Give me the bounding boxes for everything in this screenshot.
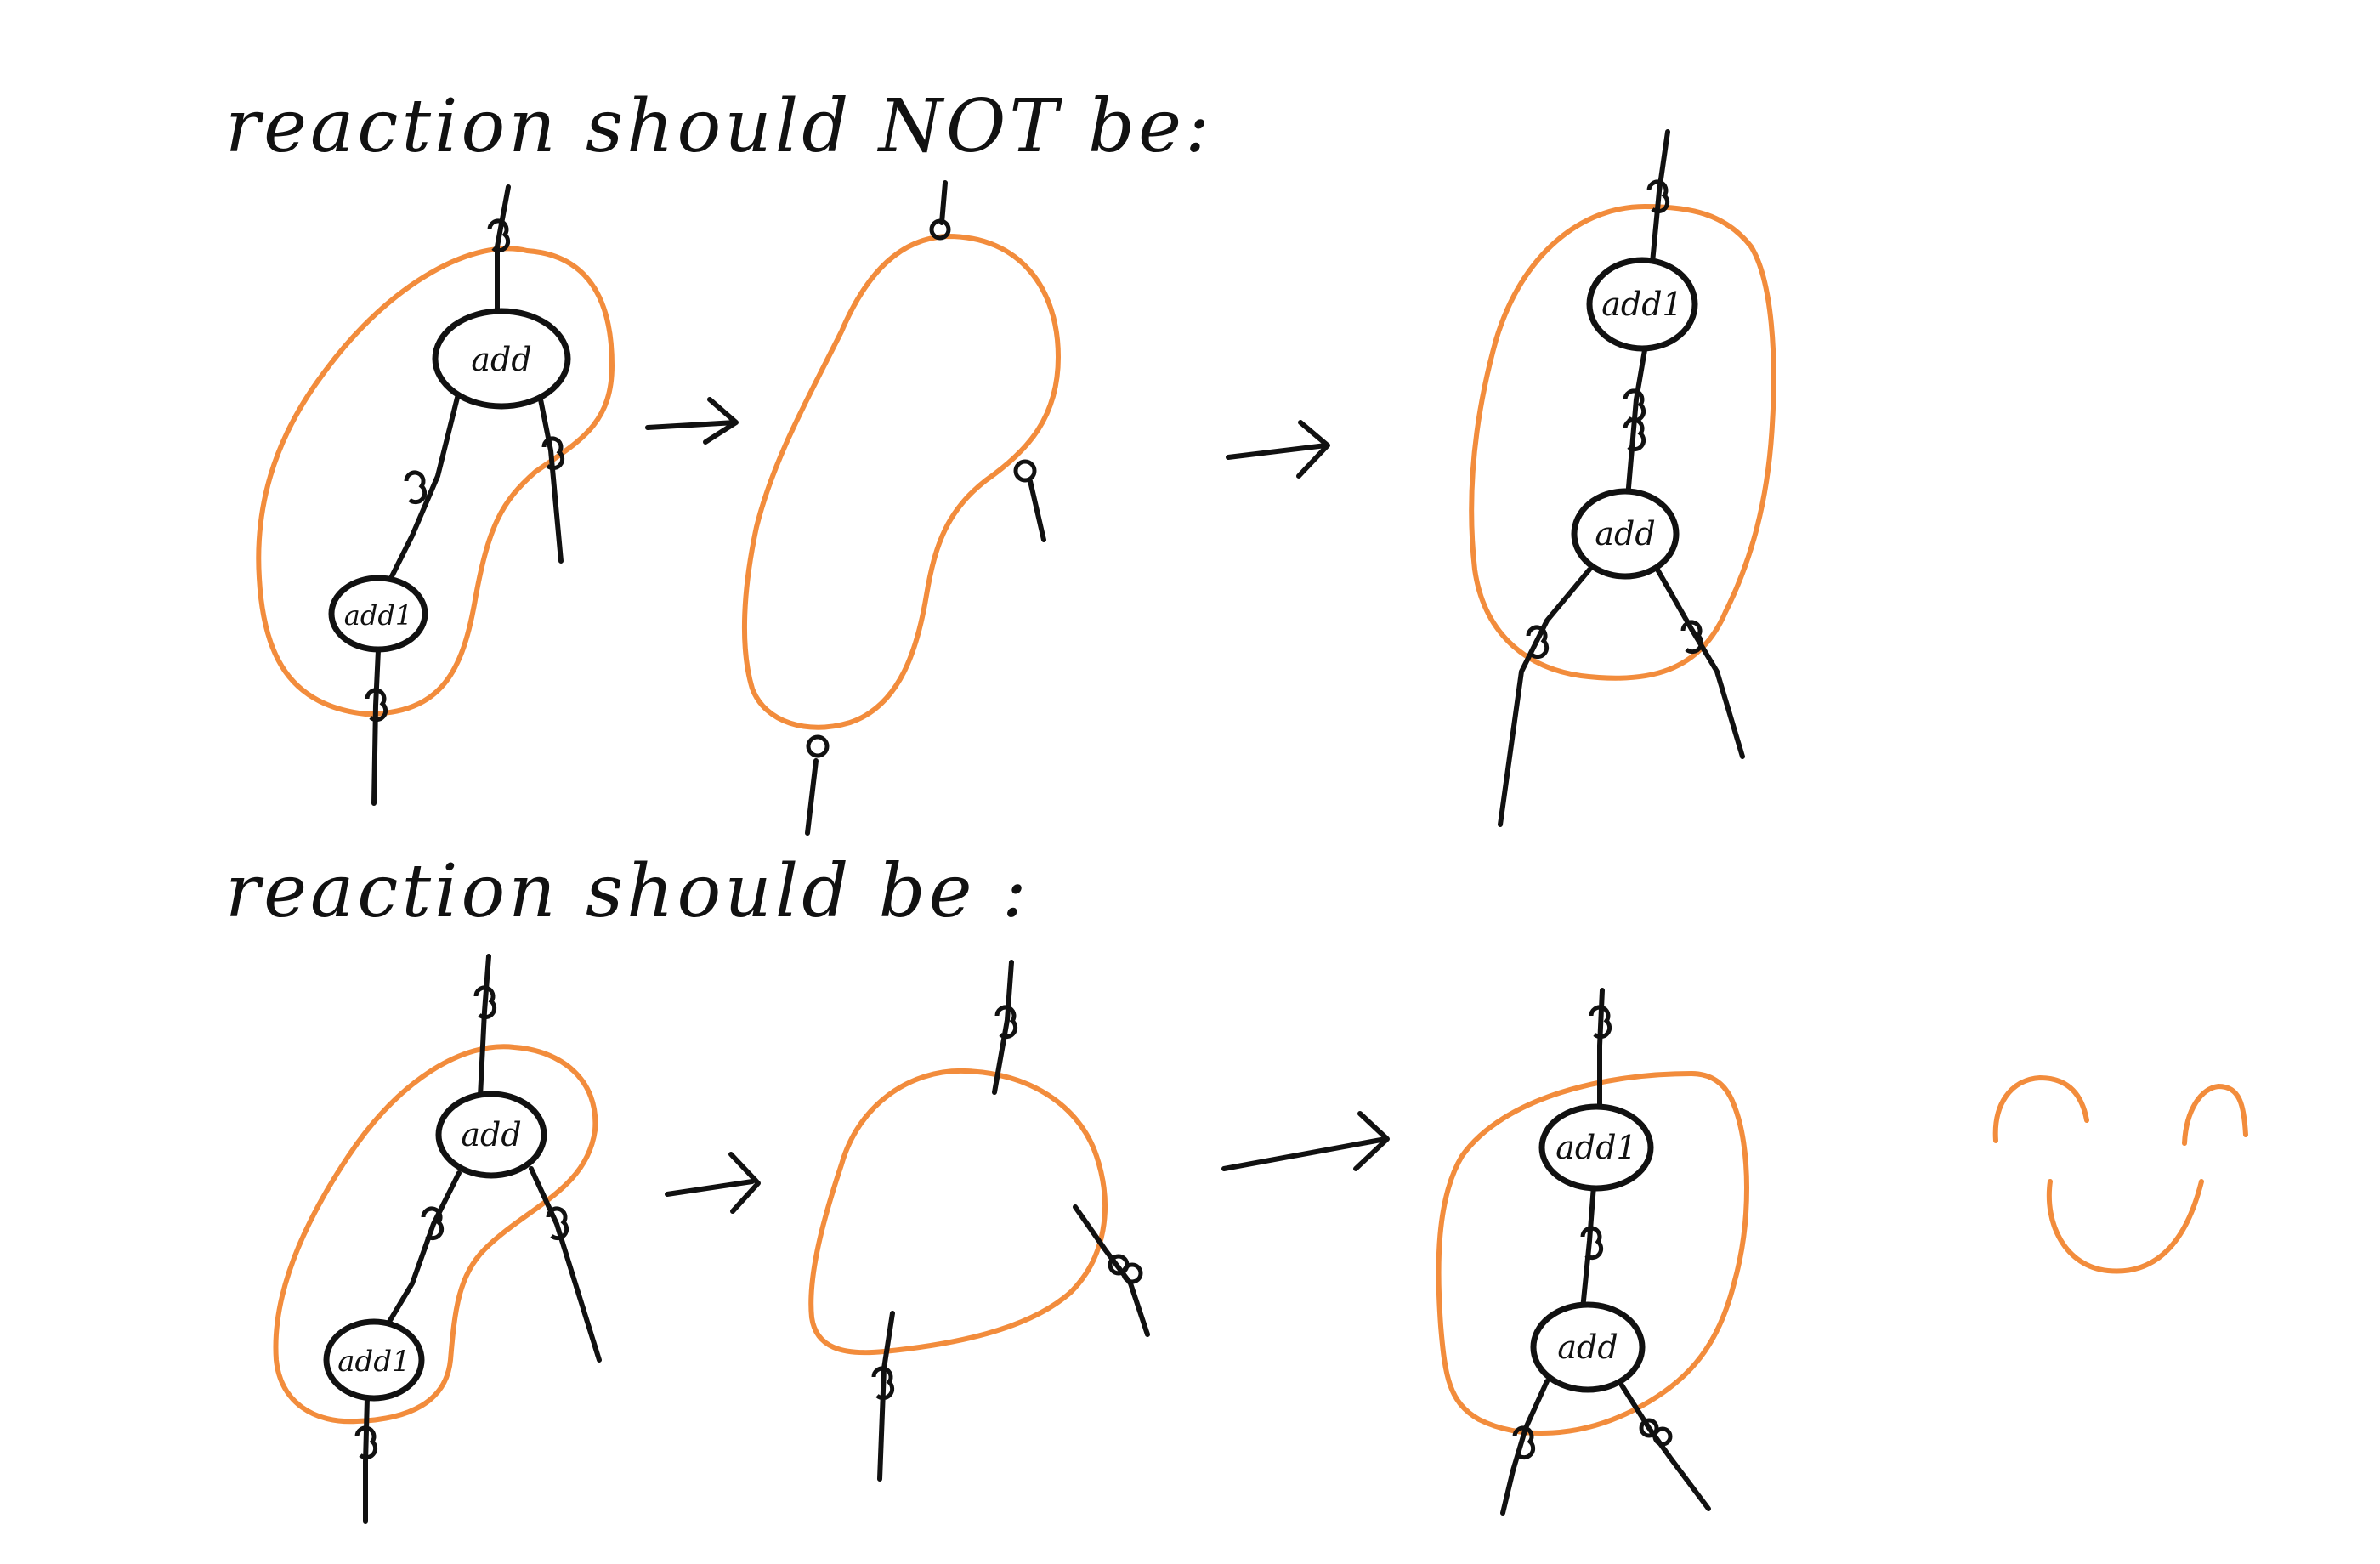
wire	[992, 960, 1014, 1095]
node-label-add1: add1	[337, 1345, 410, 1379]
wire	[1498, 567, 1592, 827]
wire	[1028, 479, 1046, 542]
right-arrow-icon	[1226, 420, 1330, 479]
node-label-add: add	[461, 1116, 521, 1153]
node-label-add1: add1	[344, 599, 412, 632]
port	[1623, 417, 1646, 452]
port	[929, 218, 951, 241]
node-add1	[1586, 257, 1698, 352]
wire	[805, 758, 819, 836]
node-add1	[323, 1318, 425, 1402]
port	[365, 688, 388, 722]
node-label-add1: add1	[1601, 286, 1682, 323]
row-bad: add add1	[256, 129, 1776, 836]
node-add	[1571, 488, 1680, 580]
smiley-face-icon	[1992, 1075, 2248, 1274]
wire	[388, 388, 462, 581]
wire	[371, 648, 381, 806]
highlight-region	[808, 1068, 1108, 1356]
wire	[1073, 1204, 1150, 1337]
diagram-bad-initial: add add1	[256, 184, 615, 806]
diagram-bad-final: add1 add	[1469, 129, 1776, 827]
port	[806, 734, 830, 758]
port	[1013, 459, 1037, 483]
diagram-bad-middle	[741, 180, 1061, 836]
port	[354, 1425, 378, 1460]
port	[1589, 1005, 1612, 1040]
port	[487, 218, 511, 253]
node-label-add: add	[1595, 515, 1655, 552]
wire	[537, 393, 564, 564]
heading-should: reaction should be :	[225, 849, 1030, 934]
wire	[1500, 1379, 1550, 1516]
wire	[1648, 129, 1670, 283]
wire	[1655, 567, 1745, 759]
wire	[1580, 1183, 1596, 1312]
diagram-good-initial: add add1	[273, 954, 602, 1524]
right-arrow-icon	[665, 1152, 761, 1214]
node-add1	[1538, 1103, 1654, 1192]
right-arrow-icon	[1221, 1111, 1390, 1171]
port	[1580, 1226, 1604, 1261]
wire	[529, 1166, 602, 1363]
wire	[1625, 348, 1647, 500]
highlight-region	[1469, 204, 1776, 681]
node-add	[1530, 1301, 1646, 1393]
port	[871, 1366, 895, 1401]
port	[546, 1206, 570, 1241]
row-good: add add1	[273, 954, 2248, 1524]
port	[1639, 1418, 1659, 1438]
highlight-region	[741, 234, 1061, 730]
heading-not: reaction should NOT be:	[225, 84, 1213, 169]
highlight-region	[273, 1044, 598, 1425]
port	[1512, 1425, 1536, 1460]
node-label-add1: add1	[1556, 1129, 1636, 1166]
node-add1	[328, 575, 428, 653]
port	[1680, 620, 1704, 654]
wire	[495, 184, 511, 321]
node-add	[432, 308, 571, 410]
port	[1646, 179, 1670, 214]
port	[541, 436, 565, 471]
port	[404, 470, 428, 505]
port	[1526, 625, 1550, 660]
wire	[478, 954, 491, 1099]
diagram-good-final: add1 add	[1436, 988, 1749, 1516]
port	[473, 985, 497, 1020]
port	[994, 1005, 1018, 1040]
node-label-add: add	[471, 341, 531, 378]
wire	[939, 180, 948, 225]
node-label-add: add	[1557, 1329, 1618, 1366]
port	[1652, 1426, 1673, 1447]
port	[421, 1206, 445, 1241]
diagram-good-middle	[808, 960, 1150, 1482]
right-arrow-icon	[645, 397, 739, 445]
port	[1121, 1262, 1143, 1284]
wire	[384, 1170, 462, 1329]
wire	[363, 1396, 370, 1524]
highlight-region	[256, 246, 615, 717]
node-add	[435, 1091, 547, 1179]
